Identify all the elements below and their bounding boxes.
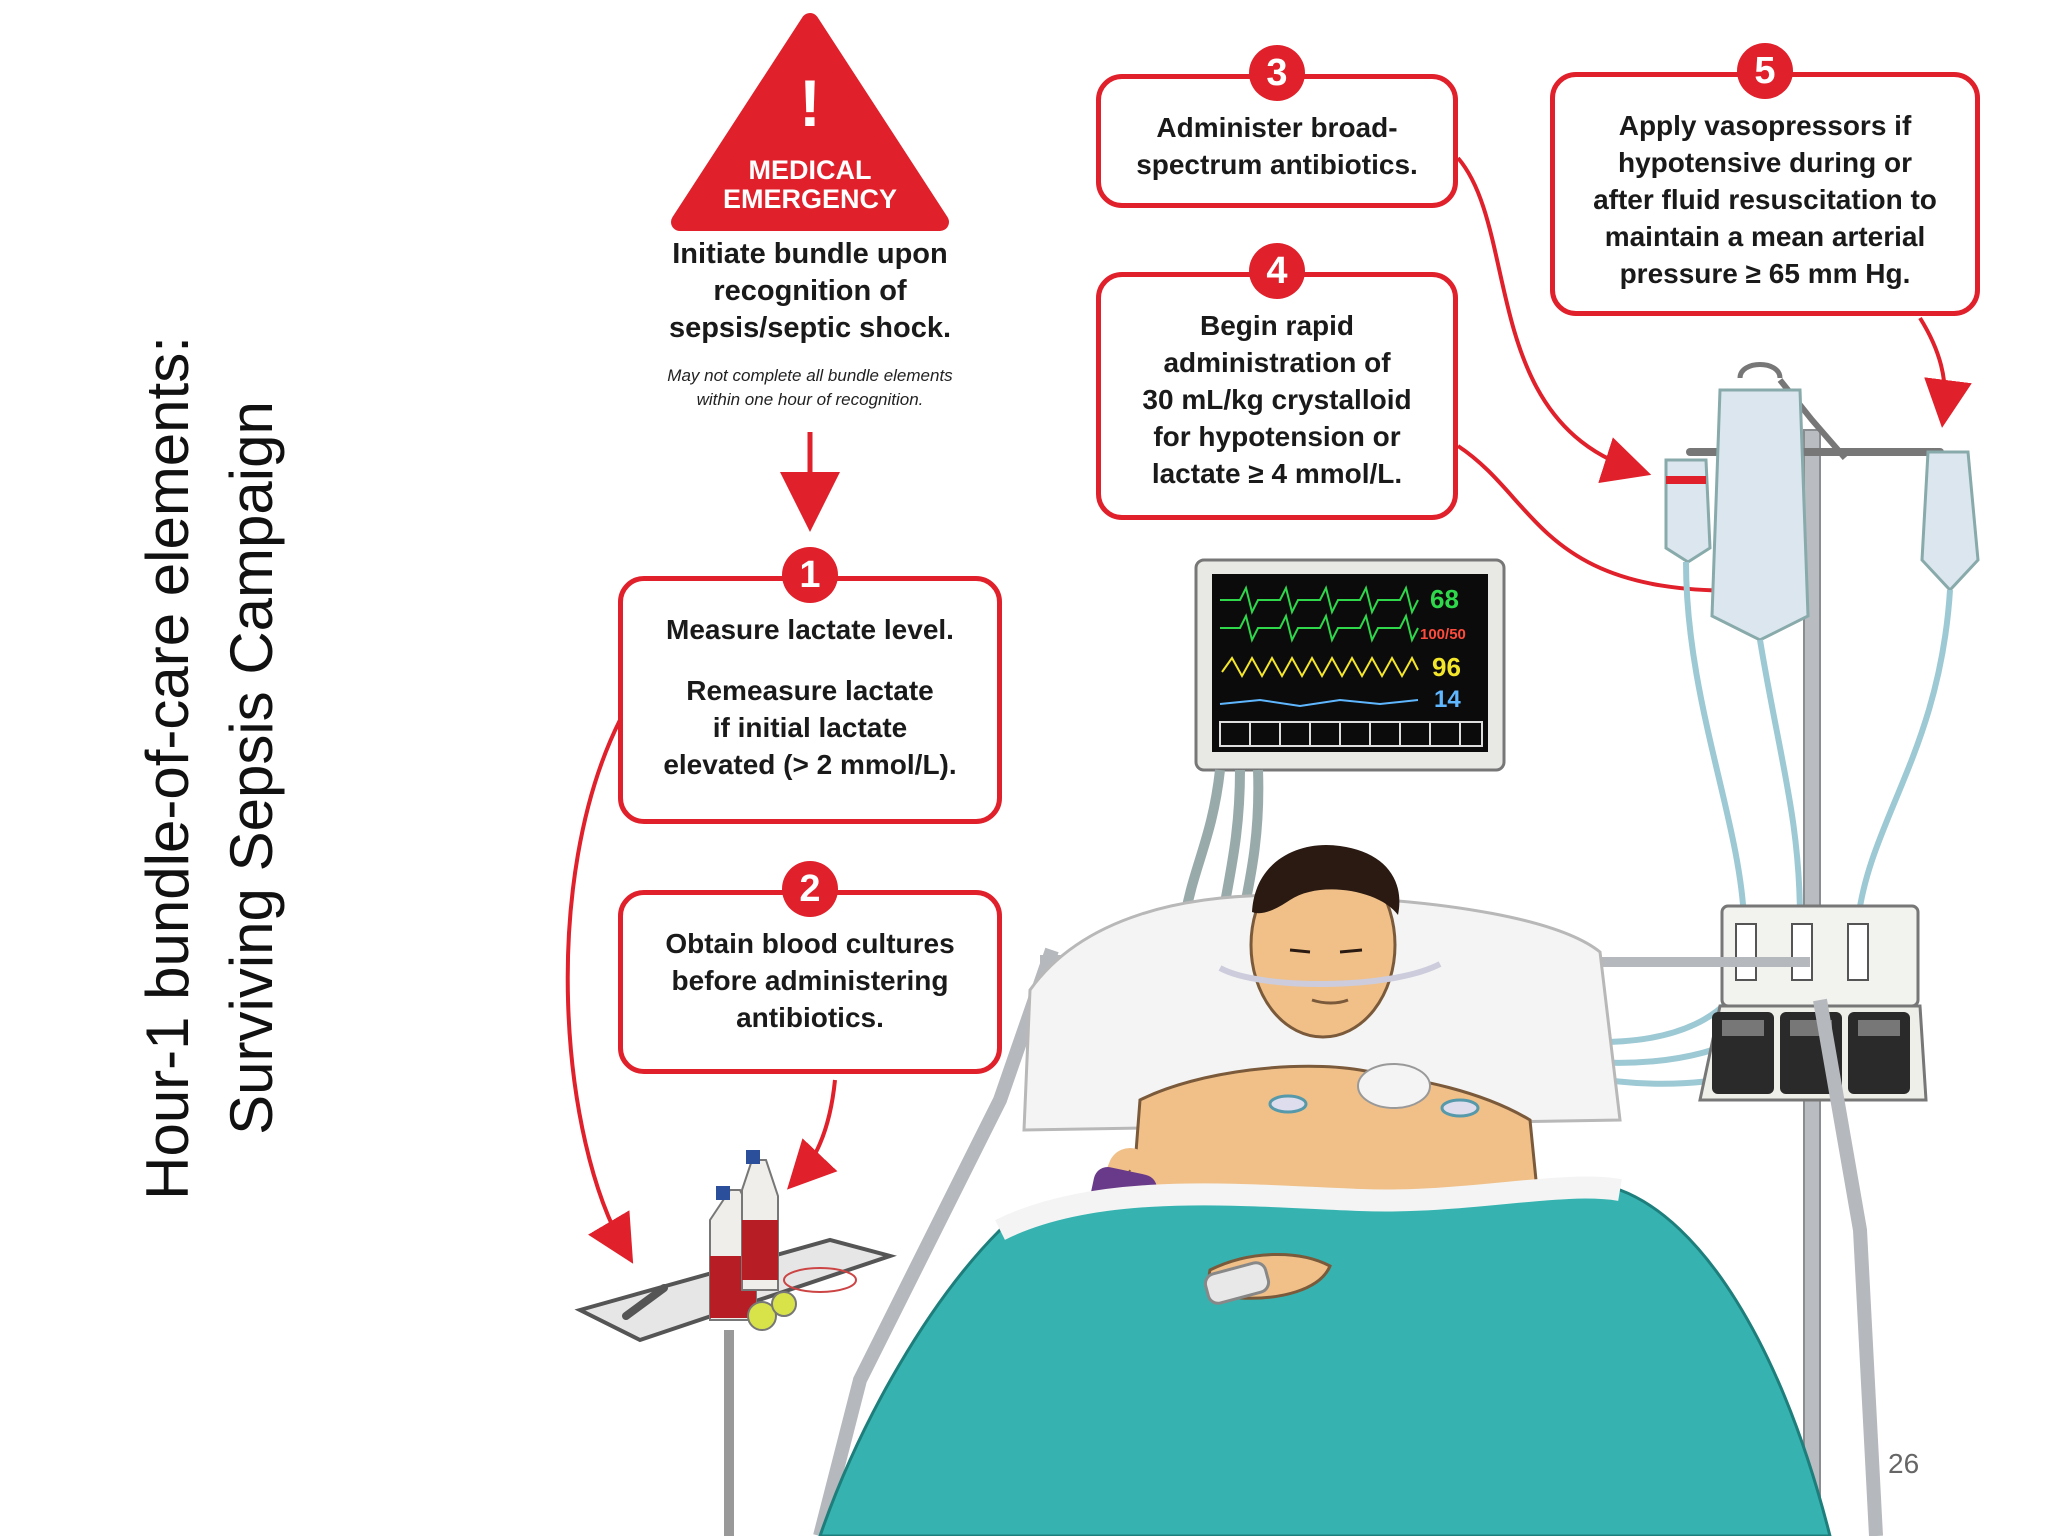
patient-monitor [1174, 558, 1506, 1332]
spo2-readout: 96 [1432, 652, 1461, 682]
infusion-pumps [1698, 904, 1928, 1102]
step-2-line-1: Obtain blood cultures [665, 928, 955, 959]
iv-bag-vasopressor [1920, 450, 1980, 593]
note-line-2: within one hour of recognition. [696, 390, 924, 409]
step-5-line-2: hypotensive during or [1617, 147, 1913, 178]
initiate-line-1: Initiate bundle upon [672, 238, 948, 270]
page-number: 26 [1888, 1448, 1920, 1479]
medical-label-line-2: EMERGENCY [722, 184, 898, 214]
step-5-line-1: Apply vasopressors if [1618, 110, 1912, 141]
medical-emergency-text: MEDICAL EMERGENCY [690, 156, 930, 214]
step-2-line-3: antibiotics. [736, 1002, 884, 1033]
step-4-badge: 4 [1249, 243, 1305, 299]
step-2-line-2: before administering [671, 965, 949, 996]
step-5-line-3: after fluid resuscitation to [1593, 184, 1937, 215]
blood-culture-tray [574, 1150, 897, 1536]
step-1-line-4: elevated (> 2 mmol/L). [663, 749, 957, 780]
step-4-callout: 4 Begin rapid administration of 30 mL/kg… [1096, 243, 1458, 520]
step-3-line-2: spectrum antibiotics. [1136, 149, 1418, 180]
arrow-step5-to-pressor-bag [1918, 316, 1972, 428]
arrow-step2-to-tray [787, 1079, 838, 1190]
step-1-callout: 1 Measure lactate level. Remeasure lacta… [618, 547, 1002, 824]
medical-emergency-triangle [671, 13, 949, 231]
step-5-line-5: pressure ≥ 65 mm Hg. [1619, 258, 1911, 289]
initiate-bundle-text: Initiate bundle upon recognition of seps… [620, 236, 1000, 347]
step-3-badge: 3 [1249, 45, 1305, 101]
heart-rate-readout: 68 [1430, 584, 1459, 614]
note-line-1: May not complete all bundle elements [667, 366, 953, 385]
resp-trace [1219, 698, 1419, 708]
step-1-line-3: if initial lactate [712, 712, 908, 743]
medical-label-line-1: MEDICAL [748, 155, 872, 185]
step-4-line-3: 30 mL/kg crystalloid [1142, 384, 1412, 415]
step-5-callout: 5 Apply vasopressors if hypotensive duri… [1550, 43, 1980, 316]
pleth-trace [1221, 655, 1419, 679]
ecg-trace-2 [1220, 613, 1419, 643]
step-2-badge: 2 [782, 861, 838, 917]
resp-rate-readout: 14 [1434, 686, 1461, 713]
blanket [818, 1186, 1832, 1536]
step-1-line-1: Measure lactate level. [666, 614, 954, 645]
bundle-note: May not complete all bundle elements wit… [610, 364, 1010, 412]
iv-bag-fluid [1710, 362, 1810, 642]
blood-pressure-readout: 100/50 [1420, 626, 1466, 643]
medical-emergency-label: ! [690, 70, 930, 136]
step-4-line-1: Begin rapid [1199, 310, 1354, 341]
step-2-callout: 2 Obtain blood cultures before administe… [618, 861, 1002, 1074]
step-4-line-4: for hypotension or [1153, 421, 1401, 452]
step-1-badge: 1 [782, 547, 838, 603]
step-4-line-5: lactate ≥ 4 mmol/L. [1151, 458, 1403, 489]
arrow-step1-to-tray [565, 719, 634, 1264]
iv-bag-antibiotic [1664, 458, 1712, 564]
pulse-oximeter [1203, 1253, 1332, 1305]
ecg-trace [1220, 585, 1419, 615]
step-3-line-1: Administer broad- [1156, 112, 1398, 143]
arrow-step3-to-iv-bag [1456, 156, 1652, 484]
step-4-line-2: administration of [1163, 347, 1391, 378]
step-5-line-4: maintain a mean arterial [1604, 221, 1926, 252]
warning-exclamation: ! [799, 66, 821, 140]
initiate-line-2: recognition of [713, 275, 907, 307]
initiate-line-3: sepsis/septic shock. [668, 312, 952, 344]
step-1-line-2: Remeasure lactate [686, 675, 934, 706]
step-3-callout: 3 Administer broad- spectrum antibiotics… [1096, 45, 1458, 208]
step-5-badge: 5 [1737, 43, 1793, 99]
